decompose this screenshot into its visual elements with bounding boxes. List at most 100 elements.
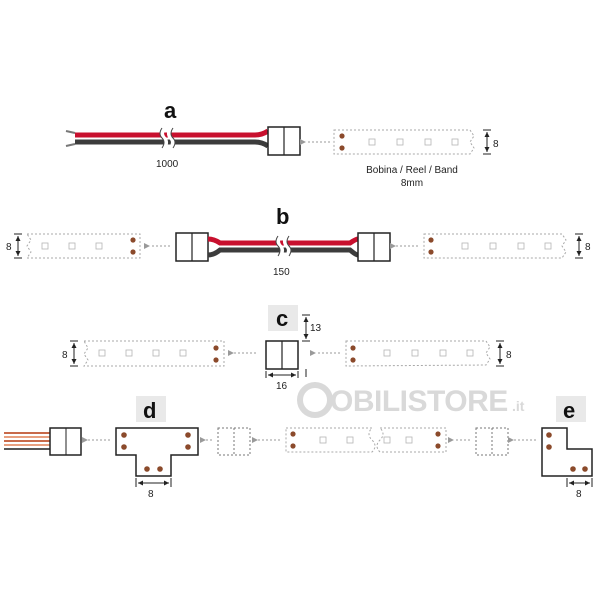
copper-pad-icon [290, 431, 296, 437]
diagram-b-right-led-strip [423, 233, 567, 259]
watermark-suffix: .it [512, 398, 525, 414]
diagram-e-l-connector [541, 427, 593, 477]
led-chip-icon [461, 242, 469, 250]
diagram-d-width: 8 [148, 489, 154, 500]
led-chip-icon [517, 242, 525, 250]
copper-pad-icon [185, 432, 191, 438]
diagram-a: a 1000 [65, 98, 499, 189]
copper-pad-icon [350, 357, 356, 363]
copper-pad-icon [213, 357, 219, 363]
diagram-c-letter: c [276, 306, 288, 331]
copper-pad-icon [185, 444, 191, 450]
diagram-a-cable-length: 1000 [156, 159, 179, 170]
copper-pad-icon [428, 237, 434, 243]
copper-pad-icon [546, 444, 552, 450]
led-chip-icon [368, 138, 376, 146]
copper-pad-icon [144, 466, 150, 472]
copper-pad-icon [339, 145, 345, 151]
cable-break-icon [160, 126, 168, 150]
watermark: OBILISTORE .it [297, 382, 525, 418]
diagram-e: e 8 [541, 396, 593, 500]
watermark-brand: OBILISTORE [330, 385, 508, 418]
copper-pad-icon [350, 345, 356, 351]
diagram-c-height-dimension: 13 [302, 314, 322, 377]
diagram-d-letter: d [143, 398, 156, 423]
diagram-e-letter: e [563, 398, 575, 423]
copper-pad-icon [435, 431, 441, 437]
copper-pad-icon [290, 443, 296, 449]
led-chip-icon [405, 436, 413, 444]
diagram-b-right-width-dimension: 8 [575, 233, 591, 259]
diagram-c-left-led-strip [83, 340, 225, 367]
diagram-d-led-strip [285, 427, 447, 453]
led-chip-icon [98, 349, 106, 357]
led-chip-icon [68, 242, 76, 250]
led-chip-icon [41, 242, 49, 250]
led-chip-icon [179, 349, 187, 357]
diagram-a-caption-line2: 8mm [401, 178, 423, 189]
led-chip-icon [383, 349, 391, 357]
diagram-a-cable [65, 126, 270, 150]
cable-break-icon [276, 234, 284, 258]
led-chip-icon [396, 138, 404, 146]
diagram-c-height: 13 [310, 323, 322, 334]
led-chip-icon [451, 138, 459, 146]
copper-pad-icon [157, 466, 163, 472]
diagram-c-right-width-dimension: 8 [496, 340, 512, 367]
copper-pad-icon [130, 249, 136, 255]
copper-pad-icon [428, 249, 434, 255]
diagram-b-cable [207, 234, 359, 258]
led-chip-icon [125, 349, 133, 357]
diagram-e-letter-box [556, 396, 586, 422]
diagram-d-t-connector [115, 427, 199, 477]
diagram-b-cable-length: 150 [273, 267, 290, 278]
diagram-d-width-dimension: 8 [135, 478, 172, 500]
diagram-c-right-led-strip [345, 340, 491, 367]
copper-pad-icon [213, 345, 219, 351]
copper-pad-icon [130, 237, 136, 243]
led-chip-icon [95, 242, 103, 250]
led-chip-icon [152, 349, 160, 357]
diagram-e-width-dimension: 8 [566, 478, 593, 500]
diagram-b-left-width-dimension: 8 [6, 233, 22, 259]
copper-pad-icon [546, 432, 552, 438]
led-chip-icon [439, 349, 447, 357]
diagram-e-width: 8 [576, 489, 582, 500]
led-chip-icon [466, 349, 474, 357]
copper-pad-icon [339, 133, 345, 139]
led-chip-icon [424, 138, 432, 146]
watermark-logo-icon [297, 382, 333, 418]
copper-pad-icon [121, 444, 127, 450]
copper-pad-icon [435, 443, 441, 449]
diagram-c-letter-box [268, 305, 298, 331]
diagram-b-strip-width-right: 8 [585, 242, 591, 253]
diagram-c-strip-width-left: 8 [62, 350, 68, 361]
led-chip-icon [411, 349, 419, 357]
copper-pad-icon [121, 432, 127, 438]
diagram-b-left-led-strip [26, 233, 141, 259]
copper-pad-icon [570, 466, 576, 472]
diagram-d-letter-box [136, 396, 166, 422]
diagram-a-letter: a [164, 98, 177, 123]
diagram-c-width-dimension: 16 [265, 371, 299, 392]
diagram-c-strip-width-right: 8 [506, 350, 512, 361]
diagram-d: d 8 [4, 396, 536, 500]
led-chip-icon [489, 242, 497, 250]
diagram-c: c 8 13 [62, 305, 512, 392]
diagram-b: b 8 150 [6, 204, 591, 278]
diagram-b-letter: b [276, 204, 289, 229]
copper-pad-icon [582, 466, 588, 472]
diagram-a-width-dimension: 8 [483, 129, 499, 155]
diagram-c-left-width-dimension: 8 [62, 340, 78, 367]
diagram-a-caption-line1: Bobina / Reel / Band [366, 165, 458, 176]
led-chip-icon [319, 436, 327, 444]
diagram-c-width: 16 [276, 381, 288, 392]
diagram-a-strip-width: 8 [493, 139, 499, 150]
led-chip-icon [544, 242, 552, 250]
diagram-d-flat-cable [4, 432, 50, 450]
diagram-b-strip-width-left: 8 [6, 242, 12, 253]
diagram-a-led-strip [333, 129, 475, 155]
led-chip-icon [383, 436, 391, 444]
led-chip-icon [346, 436, 354, 444]
